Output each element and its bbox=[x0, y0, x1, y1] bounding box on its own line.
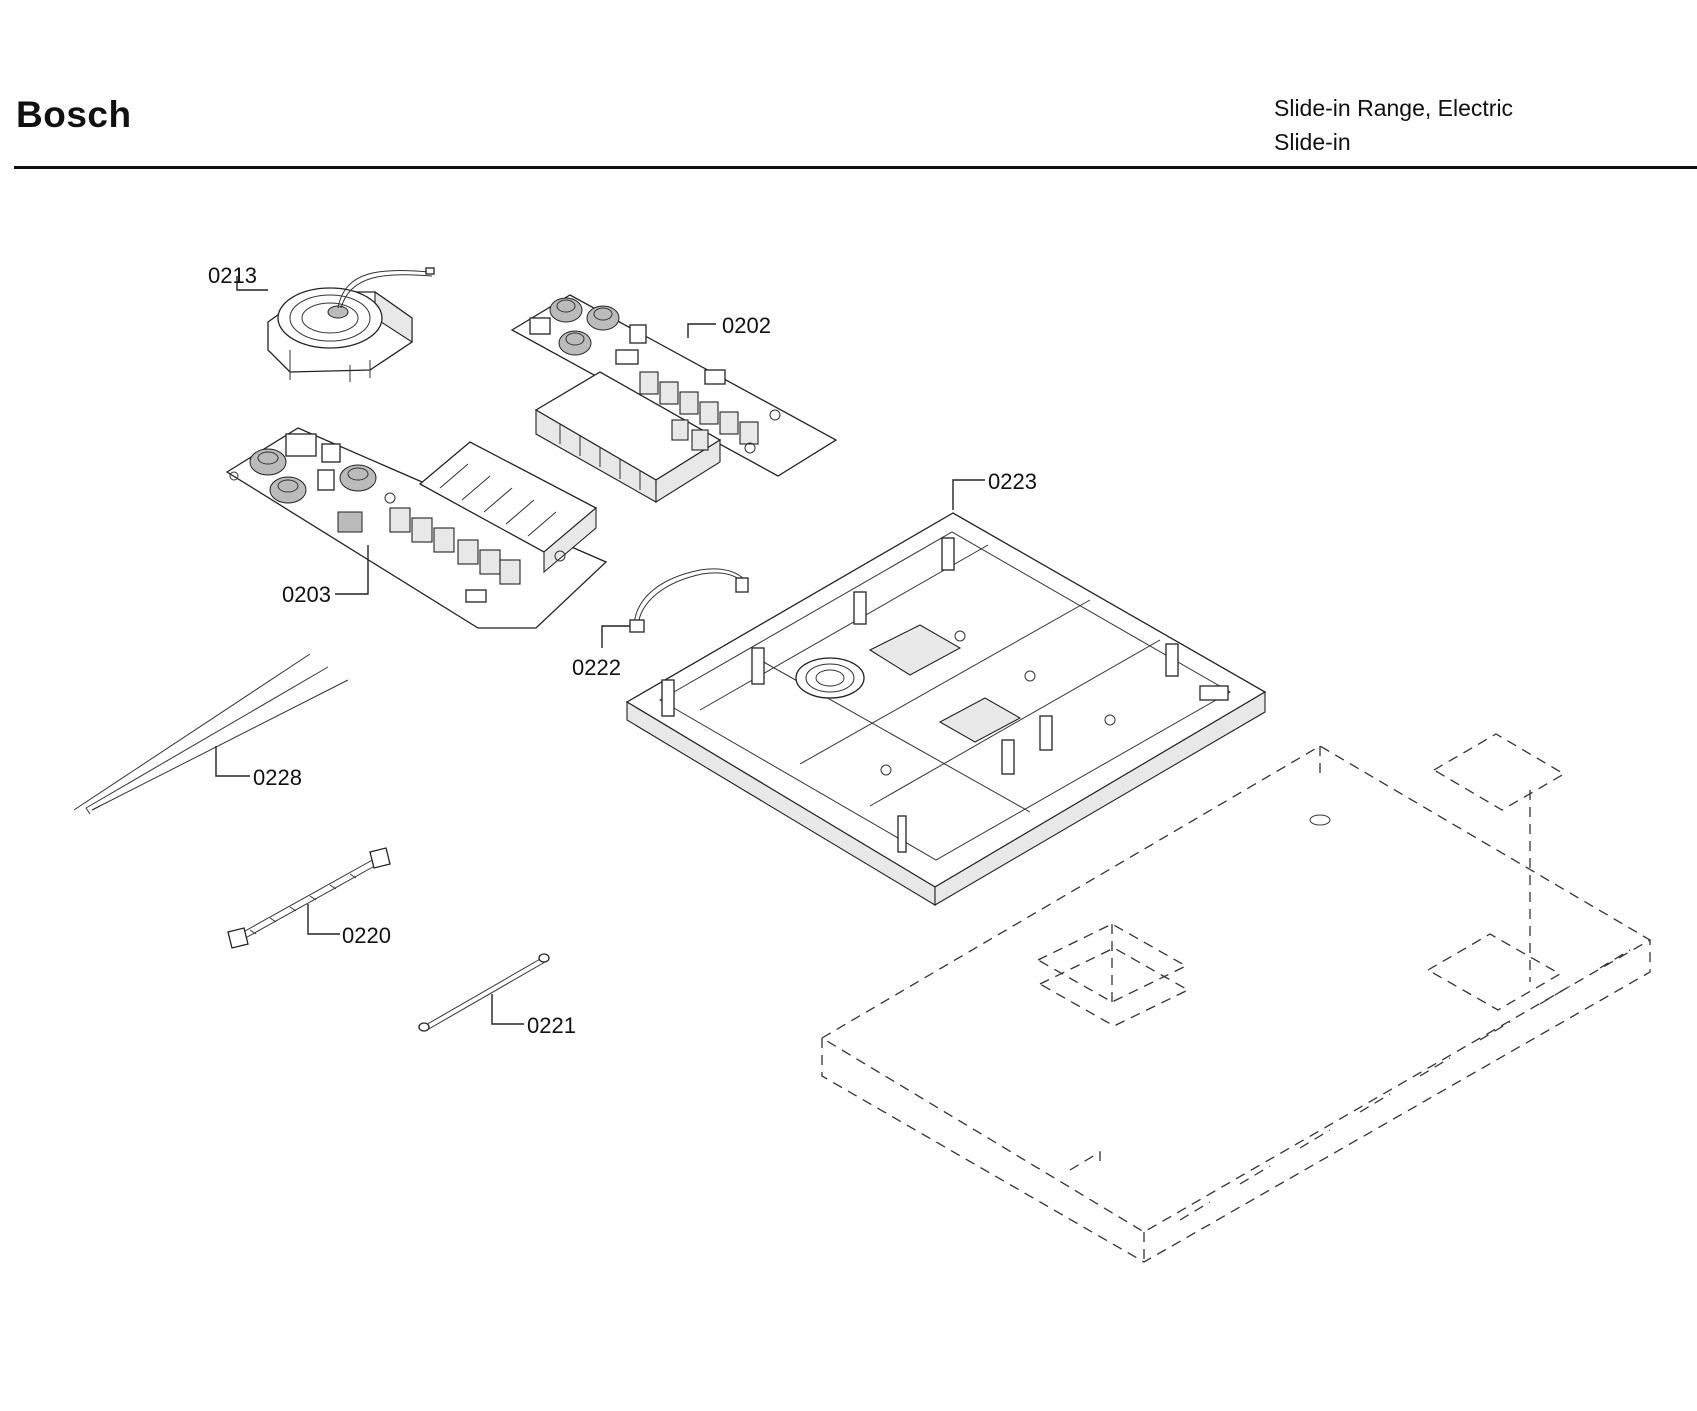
leader-0221 bbox=[491, 994, 524, 1025]
callout-0213: 0213 bbox=[208, 263, 257, 288]
callout-0221: 0221 bbox=[527, 1013, 576, 1038]
leader-0202 bbox=[687, 323, 716, 338]
leader-0228 bbox=[215, 746, 250, 777]
leader-0213 bbox=[236, 276, 268, 291]
leader-0203 bbox=[335, 545, 369, 595]
part-0221-cable[interactable] bbox=[418, 953, 550, 1032]
callout-0202: 0202 bbox=[722, 313, 771, 338]
product-subtype: Slide-in bbox=[1274, 129, 1351, 155]
callout-0220: 0220 bbox=[342, 923, 391, 948]
callout-0203: 0203 bbox=[282, 582, 331, 607]
reference-cooktop-frame bbox=[820, 733, 1652, 1263]
part-0202-board[interactable] bbox=[510, 294, 838, 503]
callout-0222: 0222 bbox=[572, 655, 621, 680]
page-header: Bosch Slide-in Range, Electric Slide-in bbox=[0, 0, 1697, 175]
part-0213-fan[interactable] bbox=[267, 267, 435, 382]
product-type: Slide-in Range, Electric bbox=[1274, 95, 1514, 121]
part-0222-harness[interactable] bbox=[629, 568, 749, 633]
leader-0223 bbox=[952, 479, 985, 510]
header-rule bbox=[14, 166, 1697, 169]
brand-name: Bosch bbox=[16, 94, 132, 135]
leader-0222 bbox=[601, 625, 630, 648]
callout-0228: 0228 bbox=[253, 765, 302, 790]
part-0203-board[interactable] bbox=[225, 427, 608, 629]
part-0223-housing[interactable] bbox=[625, 512, 1267, 906]
part-0228-wires[interactable] bbox=[73, 653, 349, 815]
callout-0223: 0223 bbox=[988, 469, 1037, 494]
leader-0220 bbox=[307, 904, 340, 935]
part-0220-cable[interactable] bbox=[227, 847, 391, 949]
